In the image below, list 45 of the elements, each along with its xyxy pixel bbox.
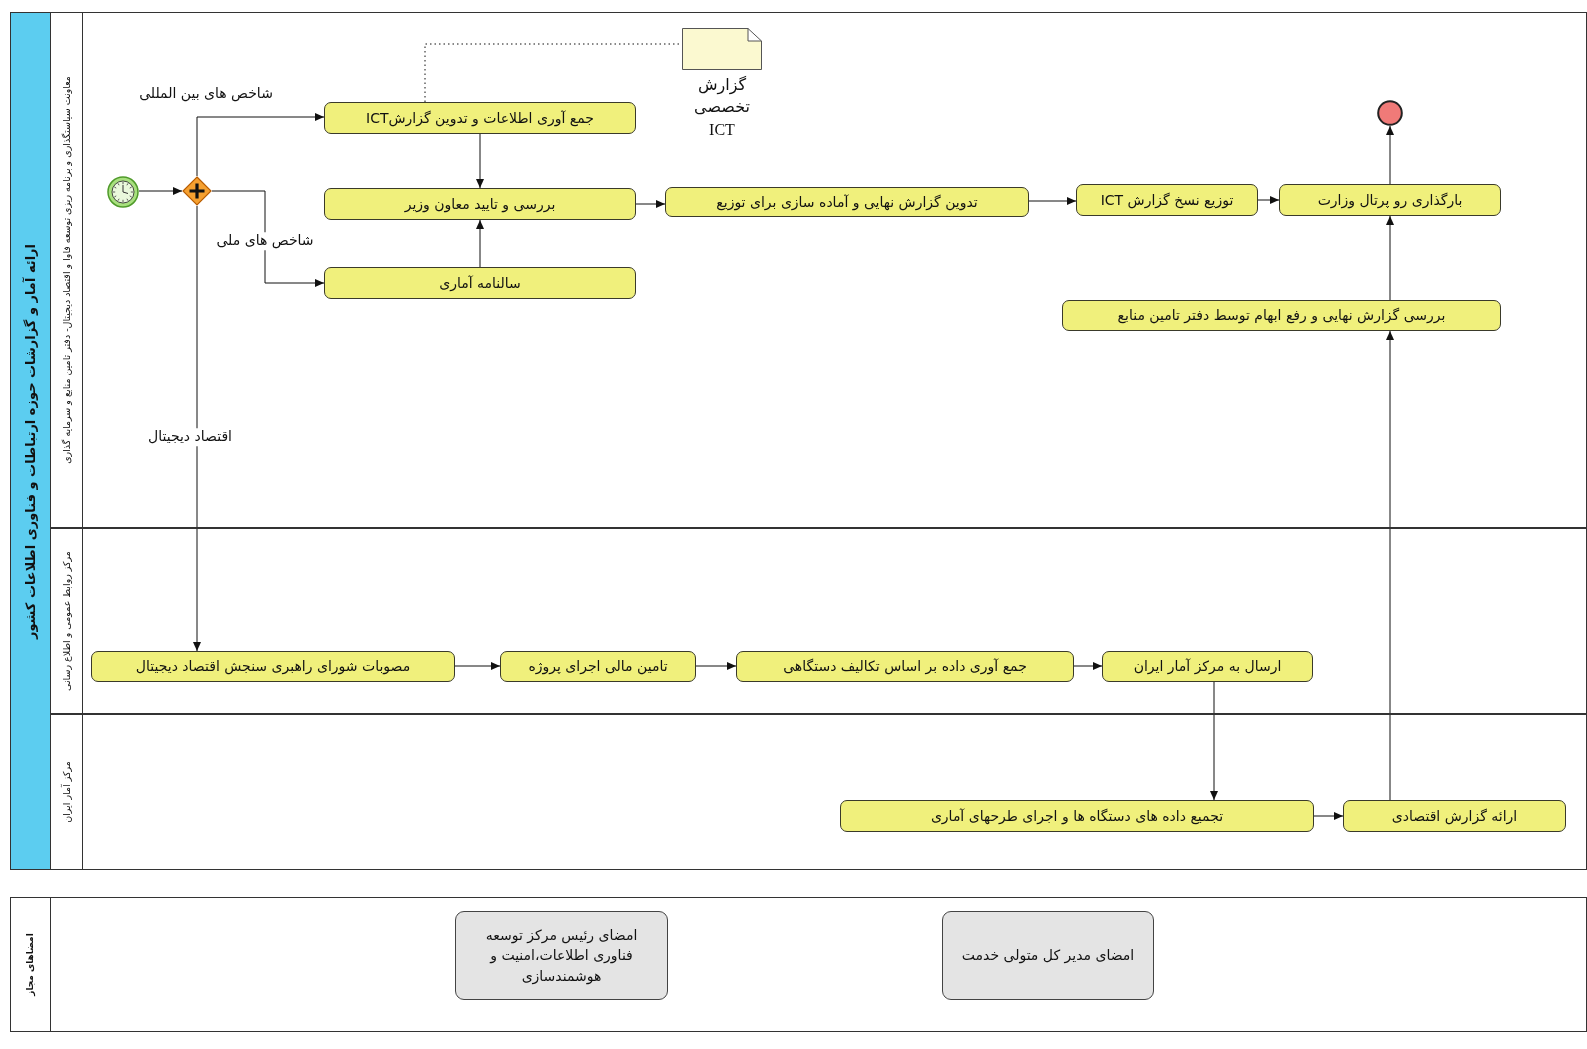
task-box: ارسال به مرکز آمار ایران (1102, 651, 1313, 682)
arrow (635, 200, 666, 208)
arrow (1210, 681, 1218, 801)
arrow (1313, 812, 1344, 820)
task-box: جمع آوری داده بر اساس تکالیف دستگاهی (736, 651, 1074, 682)
end-circle-icon (1377, 100, 1403, 126)
task-box: بررسی گزارش نهایی و رفع ابهام توسط دفتر تامین منابع (1062, 300, 1501, 331)
arrow (476, 219, 484, 268)
lane-label: مرکز آمار ایران (51, 714, 83, 870)
task-box: تدوین گزارش نهایی و آماده سازی برای توزیع (665, 187, 1029, 217)
pool-label: ارائه آمار و گزارشات حوزه ارتباطات و فناوری اطلاعات کشور (10, 12, 51, 870)
lane-label: معاونت سیاستگذاری و برنامه ریزی توسعه فاوا و اقتصاد دیجیتال- دفتر تامین منابع و سرمایه گذاری (51, 12, 83, 528)
document-label: گزارش تخصصی ICT (693, 75, 751, 140)
arrow (138, 187, 183, 195)
signature-box: امضای رئیس مرکز توسعه فناوری اطلاعات،امنیت و هوشمندسازی (455, 911, 668, 1000)
arrow (454, 662, 501, 670)
task-box: جمع آوری اطلاعات و تدوین گزارشICT (324, 102, 636, 134)
arrow (1257, 196, 1280, 204)
arrow (1386, 215, 1394, 301)
task-box: بارگذاری رو پرتال وزارت (1279, 184, 1501, 216)
task-box: بررسی و تایید معاون وزیر (324, 188, 636, 220)
task-box: سالنامه آماری (324, 267, 636, 299)
lane-label: مرکز روابط عمومی و اطلاع رسانی (51, 528, 83, 714)
pool (10, 12, 1587, 870)
clock-icon (107, 176, 139, 208)
task-box: ارائه گزارش اقتصادی (1343, 800, 1566, 832)
arrow (196, 113, 325, 177)
arrow (476, 133, 484, 189)
arrow (1028, 197, 1077, 205)
arrow (211, 190, 325, 287)
arrow (193, 205, 201, 652)
swimlane (51, 714, 1587, 870)
task-box: تامین مالی اجرای پروژه (500, 651, 696, 682)
pool (10, 897, 1587, 1032)
task-box: توزیع نسخ گزارش ICT (1076, 184, 1258, 216)
signature-box: امضای مدیر کل متولی خدمت (942, 911, 1154, 1000)
swimlane (51, 12, 1587, 528)
arrow (695, 662, 737, 670)
plus-diamond-icon (182, 176, 212, 206)
task-box: مصوبات شورای راهبری سنجش اقتصاد دیجیتال (91, 651, 455, 682)
arrow (1386, 125, 1394, 185)
task-box: تجمیع داده های دستگاه ها و اجرای طرحهای آماری (840, 800, 1314, 832)
swimlane (51, 528, 1587, 714)
arrow (1073, 662, 1103, 670)
arrow (1386, 330, 1394, 801)
